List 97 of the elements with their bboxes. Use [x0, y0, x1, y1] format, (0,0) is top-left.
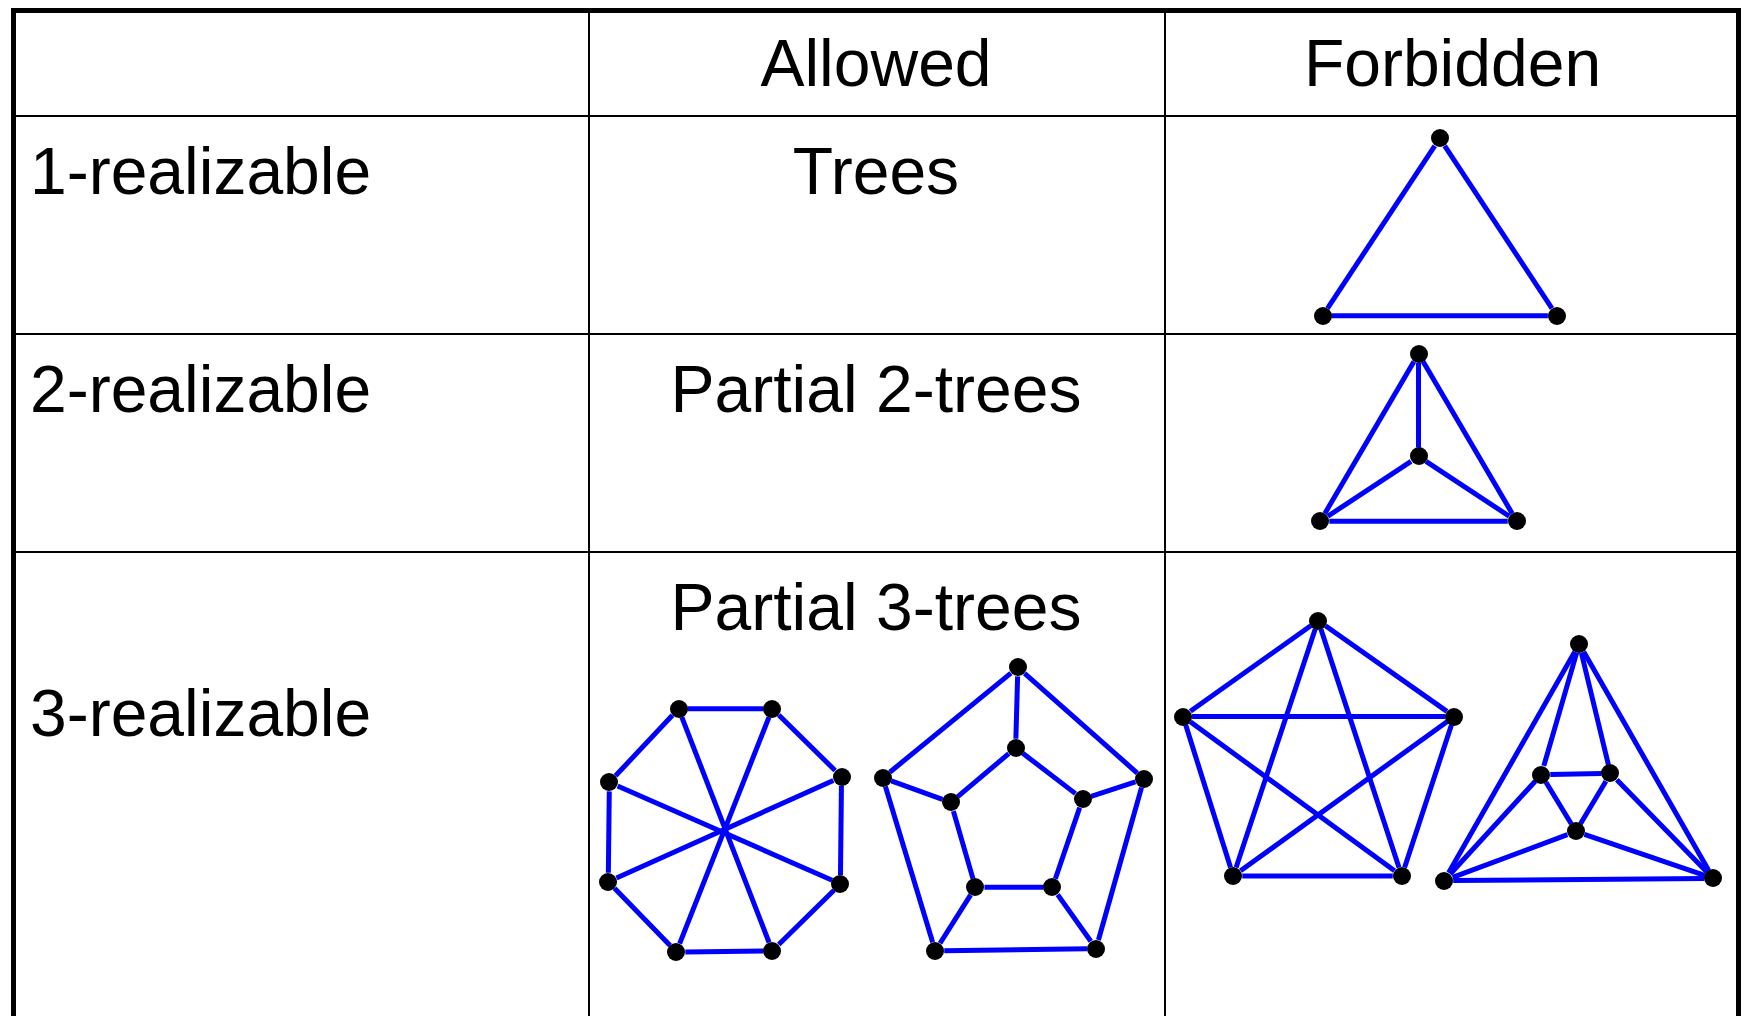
- graph-vertex: [669, 699, 688, 718]
- graph-vertex: [763, 941, 782, 960]
- graph-vertex: [1570, 634, 1589, 653]
- graph-edge: [777, 713, 837, 773]
- graph-edge: [888, 671, 1013, 775]
- graph-vertex: [763, 699, 782, 718]
- graph-edge: [1188, 719, 1396, 873]
- table-cell-text: Partial 3-trees: [670, 570, 1082, 644]
- graph-edge: [1053, 806, 1083, 880]
- graph-edge: [1451, 832, 1569, 880]
- graph-edge: [1096, 787, 1144, 941]
- graph-edge: [1446, 650, 1577, 874]
- graph-edge: [951, 810, 976, 880]
- graph-vertex: [1073, 790, 1092, 809]
- graph-edge: [1322, 360, 1417, 515]
- graph-edge: [937, 893, 973, 945]
- graph-edge: [1442, 144, 1555, 310]
- graph-edge: [1318, 628, 1402, 869]
- graph-vertex: [599, 872, 618, 891]
- graph-edge: [1325, 144, 1437, 310]
- table-cell-text: Allowed: [760, 26, 992, 100]
- graph-edge: [1188, 623, 1313, 714]
- graph-edge: [1326, 459, 1413, 519]
- graph-vertex: [1704, 869, 1723, 888]
- graph-vertex: [1507, 512, 1526, 531]
- graph-edge: [1543, 780, 1574, 826]
- graph-edge: [1448, 779, 1538, 876]
- graph-edge: [1615, 778, 1709, 874]
- row-header: 2-realizable: [30, 352, 372, 426]
- graph-edge: [1453, 875, 1705, 883]
- graph-vertex: [1224, 867, 1243, 886]
- graph-vertex: [1174, 707, 1193, 726]
- graph-edge: [1416, 362, 1422, 448]
- table-cell-text: Forbidden: [1303, 26, 1602, 100]
- graph-vertex: [966, 878, 985, 897]
- graph-edge: [777, 888, 836, 947]
- graph-edge: [1233, 628, 1318, 869]
- graph-edge: [1578, 652, 1611, 766]
- graph-edge: [1541, 651, 1580, 767]
- graph-edge: [1424, 459, 1511, 519]
- graph-edge: [1324, 623, 1449, 714]
- graph-vertex: [1547, 306, 1566, 325]
- graph-edge: [605, 791, 612, 873]
- graph-edge: [1420, 360, 1515, 515]
- graph-edge: [956, 751, 1011, 799]
- graph-vertex: [941, 793, 960, 812]
- graph-vertex: [600, 773, 619, 792]
- graph-edge: [612, 886, 672, 948]
- graph-edge: [1183, 724, 1233, 869]
- graph-edge: [944, 946, 1087, 954]
- graph-vertex: [1006, 738, 1025, 757]
- graph-vertex: [1311, 512, 1330, 531]
- graph-edge: [1055, 893, 1093, 943]
- graph-edge: [1192, 714, 1446, 719]
- table-cell-text: Partial 2-trees: [670, 352, 1082, 426]
- graph-vertex: [1008, 658, 1027, 677]
- graph-vertex: [1409, 344, 1428, 363]
- graph-vertex: [1435, 871, 1454, 890]
- graph-edge: [687, 706, 764, 712]
- graph-edge: [1242, 873, 1393, 879]
- graph-vertex: [1313, 306, 1332, 325]
- graph-edge: [1402, 724, 1454, 869]
- graph-vertex: [1134, 770, 1153, 788]
- graph-edge: [1550, 771, 1602, 777]
- graph-edge: [1013, 676, 1021, 739]
- graph-vertex: [831, 874, 850, 893]
- graph-edge: [613, 713, 675, 778]
- graph-vertex: [1445, 707, 1464, 726]
- row-header: 3-realizable: [30, 676, 372, 750]
- graph-vertex: [1309, 611, 1328, 630]
- graph-edge: [1329, 518, 1508, 524]
- graph-edge: [1021, 751, 1077, 796]
- graph-edge: [1022, 671, 1139, 775]
- graph-edge: [1581, 650, 1711, 872]
- graph-edge: [1090, 779, 1137, 799]
- graph-edge: [883, 785, 936, 943]
- table-cell-text: Trees: [792, 134, 960, 208]
- graph-vertex: [832, 767, 851, 786]
- graph-edge: [1331, 313, 1548, 319]
- graph-vertex: [1532, 765, 1551, 784]
- graph-edge: [984, 884, 1044, 890]
- graph-vertex: [1601, 764, 1620, 783]
- graph-edge: [838, 785, 844, 875]
- graph-vertex: [1392, 867, 1411, 886]
- graph-edge: [1239, 719, 1449, 873]
- graph-vertex: [1566, 822, 1585, 841]
- graph-vertex: [667, 943, 686, 961]
- graph-edge: [685, 948, 764, 955]
- graph-vertex: [926, 941, 945, 960]
- graph-edge: [1578, 779, 1609, 825]
- graph-vertex: [873, 768, 892, 787]
- graph-vertex: [1430, 129, 1449, 148]
- graph-vertex: [1409, 447, 1428, 466]
- graph-vertex: [1043, 878, 1062, 897]
- graph-edge: [1583, 832, 1706, 878]
- row-header: 1-realizable: [30, 134, 372, 208]
- graph-edge: [890, 778, 944, 802]
